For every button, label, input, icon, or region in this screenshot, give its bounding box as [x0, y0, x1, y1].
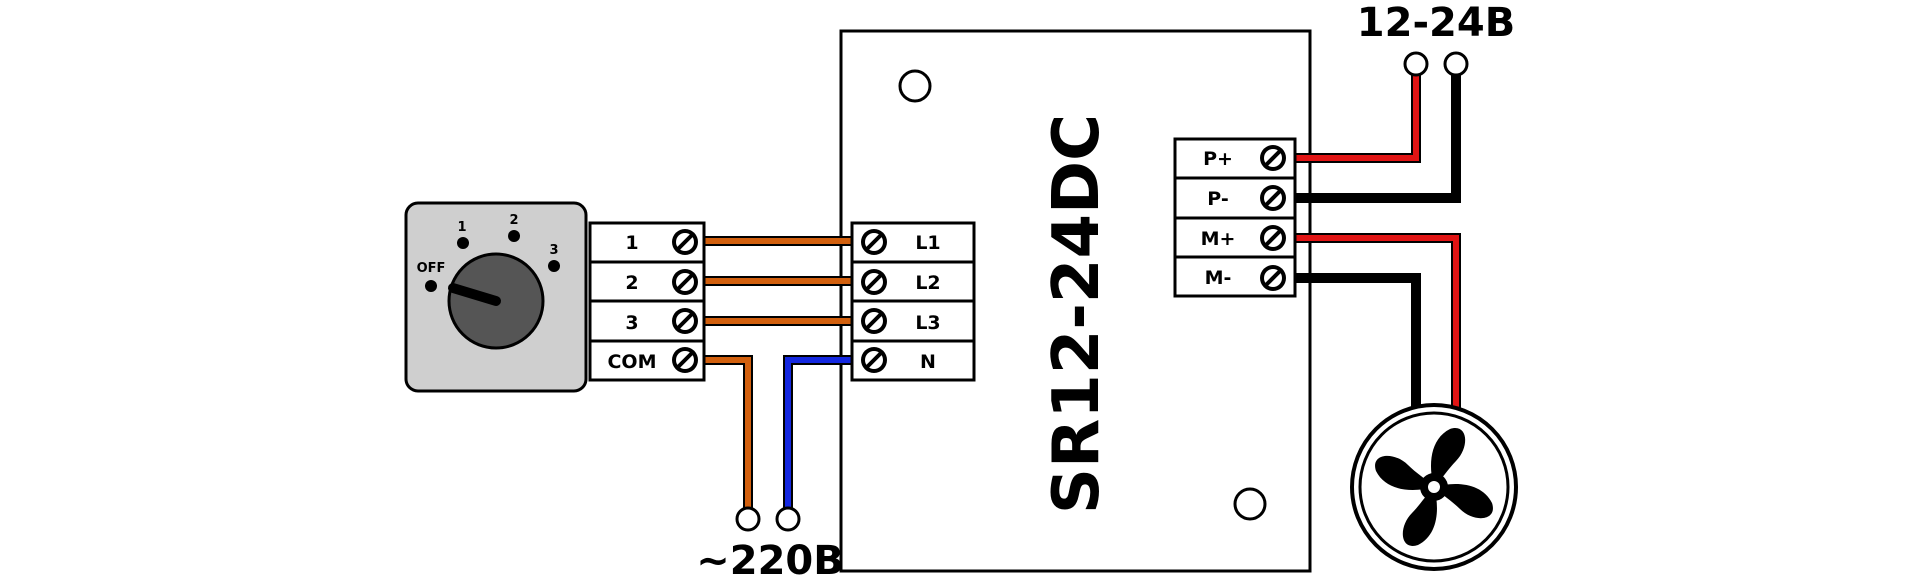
switch-terminal-1: 1 [625, 232, 638, 254]
screw-terminal-icon [1260, 225, 1286, 251]
switch-position-3: 3 [549, 243, 558, 258]
controller-terminal-l2: L2 [915, 272, 940, 294]
wire-p-plus [1280, 74, 1421, 163]
wire-m-plus [1280, 233, 1461, 410]
switch-position-off: OFF [417, 261, 446, 276]
fan-icon [1350, 403, 1518, 571]
controller-terminal-p-plus: P+ [1203, 148, 1233, 170]
controller-terminal-l1: L1 [915, 232, 940, 254]
switch-terminal-2: 2 [625, 272, 638, 294]
wire-p-minus [1280, 74, 1461, 203]
screw-terminal-icon [1260, 145, 1286, 171]
wire-neutral-supply [783, 355, 852, 508]
screw-terminal-icon [861, 308, 887, 334]
screw-terminal-icon [1260, 265, 1286, 291]
screw-terminal-icon [1260, 185, 1286, 211]
screw-terminal-icon [672, 229, 698, 255]
switch-dot-3 [548, 260, 560, 272]
controller-terminal-p-minus: P- [1207, 188, 1228, 210]
controller-output-block: P+ P- M+ M- [1173, 137, 1297, 298]
wire-m-minus [1280, 273, 1421, 410]
controller-terminal-l3: L3 [915, 312, 940, 334]
dc-voltage-label: 12-24В [1357, 0, 1515, 46]
switch-dot-1 [457, 237, 469, 249]
screw-terminal-icon [672, 308, 698, 334]
screw-terminal-icon [672, 269, 698, 295]
rotary-switch-icon: OFF 1 2 3 [404, 201, 588, 393]
switch-dot-2 [508, 230, 520, 242]
switch-terminal-3: 3 [625, 312, 638, 334]
screw-terminal-icon [861, 229, 887, 255]
switch-knob-pointer [448, 283, 501, 306]
controller-terminal-m-minus: M- [1205, 267, 1232, 289]
wire-com-supply [704, 355, 753, 508]
model-label: SR12-24DC [1040, 114, 1114, 514]
switch-position-2: 2 [509, 213, 518, 228]
switch-dot-off [425, 280, 437, 292]
dc-terminal-positive [1403, 51, 1429, 77]
controller-input-block: L1 L2 L3 N [850, 221, 976, 382]
mounting-hole-bottom [1233, 487, 1267, 521]
switch-terminal-com: COM [607, 351, 656, 373]
screw-terminal-icon [861, 269, 887, 295]
supply-terminal-phase [735, 506, 761, 532]
switch-terminal-block: 1 2 3 COM [588, 221, 706, 382]
controller-terminal-n: N [920, 351, 936, 373]
screw-terminal-icon [672, 347, 698, 373]
supply-terminal-neutral [775, 506, 801, 532]
controller-terminal-m-plus: M+ [1201, 228, 1236, 250]
dc-terminal-negative [1443, 51, 1469, 77]
switch-position-1: 1 [457, 220, 466, 235]
mounting-hole-top [898, 69, 932, 103]
screw-terminal-icon [861, 347, 887, 373]
wires [704, 74, 1461, 508]
supply-voltage-label: ~220В [696, 538, 844, 576]
